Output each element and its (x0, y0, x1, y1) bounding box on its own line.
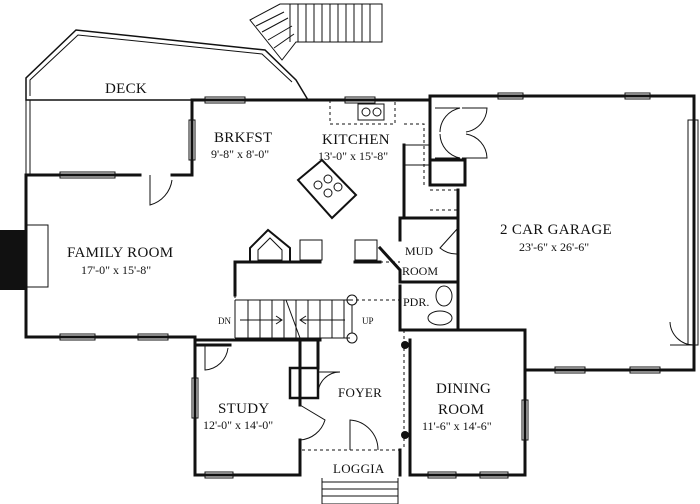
kitchen-cabinets (329, 100, 430, 185)
dining-dims: 11'-6" x 14'-6" (422, 419, 492, 433)
loggia-label: LOGGIA (333, 461, 385, 476)
stairs-down-label: DN (218, 316, 231, 326)
doors (149, 107, 695, 451)
brkfst-label: BRKFST (214, 130, 273, 146)
mud-room-label-line2: ROOM (402, 264, 438, 278)
stairs-up-label: UP (362, 316, 374, 326)
dining-label-line1: DINING (436, 381, 491, 397)
family-room-label: FAMILY ROOM (67, 245, 173, 261)
main-stairs (234, 294, 400, 344)
study-dims: 12'-0" x 14'-0" (203, 418, 273, 432)
kitchen-dims: 13'-0" x 15'-8" (318, 149, 388, 163)
kitchen-island (296, 158, 358, 220)
loggia-steps (321, 478, 399, 504)
mud-room-label-line1: MUD (405, 244, 433, 258)
family-room-dims: 17'-0" x 15'-8" (81, 263, 151, 277)
kitchen-label: KITCHEN (322, 132, 390, 148)
pantry-nook (249, 228, 378, 263)
pdr-label: PDR. (403, 295, 429, 309)
columns (401, 341, 409, 439)
deck-stairs (249, 3, 383, 61)
deck-outline (25, 29, 310, 175)
garage-dims: 23'-6" x 26'-6" (519, 240, 589, 254)
deck-label: DECK (105, 81, 147, 97)
garage-label: 2 CAR GARAGE (500, 222, 612, 238)
study-label: STUDY (218, 401, 270, 417)
brkfst-dims: 9'-8" x 8'-0" (211, 147, 269, 161)
powder-room-fixtures (427, 285, 453, 326)
dashed-openings (191, 165, 458, 451)
exterior-walls (0, 94, 696, 477)
dining-label-line2: ROOM (438, 402, 484, 418)
foyer-label: FOYER (338, 385, 382, 400)
